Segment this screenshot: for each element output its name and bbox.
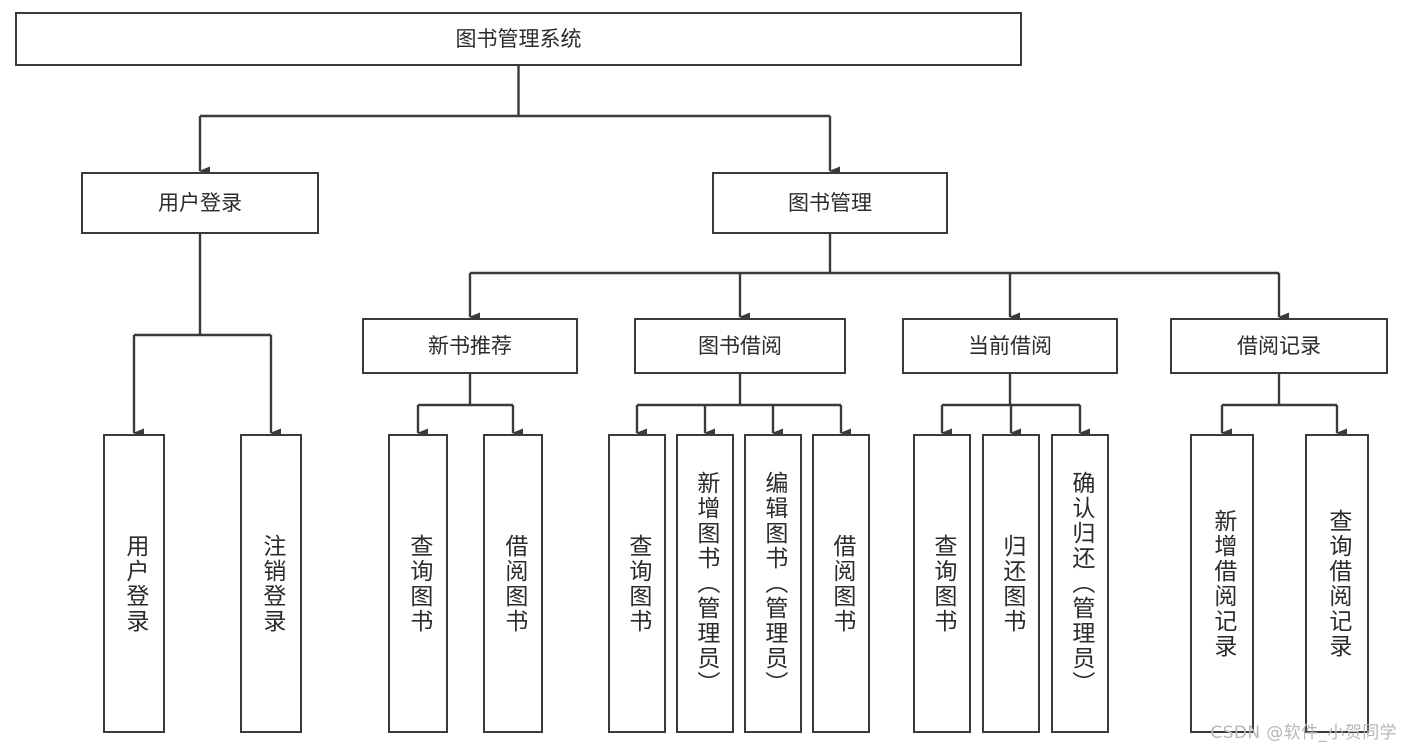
node-label: 编辑图书（管理员） — [760, 471, 787, 696]
node-leaf-query-book-2[interactable]: 查询图书 — [608, 434, 666, 733]
node-label: 新书推荐 — [428, 333, 512, 358]
node-label: 借阅图书 — [828, 533, 855, 634]
node-leaf-return-book[interactable]: 归还图书 — [982, 434, 1040, 733]
node-leaf-edit-book[interactable]: 编辑图书（管理员） — [744, 434, 802, 733]
node-leaf-query-book-3[interactable]: 查询图书 — [913, 434, 971, 733]
node-label: 用户登录 — [158, 190, 242, 215]
node-label: 新增图书（管理员） — [692, 471, 719, 696]
node-label: 查询图书 — [929, 533, 956, 634]
node-label: 确认归还（管理员） — [1067, 471, 1094, 696]
node-label: 查询借阅记录 — [1324, 508, 1351, 659]
node-label: 借阅图书 — [500, 533, 527, 634]
node-leaf-confirm-return[interactable]: 确认归还（管理员） — [1051, 434, 1109, 733]
node-leaf-add-record[interactable]: 新增借阅记录 — [1190, 434, 1254, 733]
node-root[interactable]: 图书管理系统 — [15, 12, 1022, 66]
node-user-login[interactable]: 用户登录 — [81, 172, 319, 234]
node-label: 查询图书 — [405, 533, 432, 634]
node-label: 用户登录 — [121, 533, 148, 634]
node-new-book-rec[interactable]: 新书推荐 — [362, 318, 578, 374]
node-label: 借阅记录 — [1237, 333, 1321, 358]
node-label: 图书管理系统 — [455, 26, 582, 51]
node-leaf-borrow-book-2[interactable]: 借阅图书 — [812, 434, 870, 733]
node-leaf-add-book[interactable]: 新增图书（管理员） — [676, 434, 734, 733]
node-leaf-query-book-1[interactable]: 查询图书 — [388, 434, 448, 733]
node-book-borrow[interactable]: 图书借阅 — [634, 318, 846, 374]
node-borrow-record[interactable]: 借阅记录 — [1170, 318, 1388, 374]
node-label: 归还图书 — [998, 533, 1025, 634]
node-label: 图书管理 — [788, 190, 872, 215]
node-current-borrow[interactable]: 当前借阅 — [902, 318, 1118, 374]
edge-paths — [132, 66, 1347, 438]
node-label: 查询图书 — [624, 533, 651, 634]
node-label: 图书借阅 — [698, 333, 782, 358]
node-leaf-borrow-book-1[interactable]: 借阅图书 — [483, 434, 543, 733]
node-label: 注销登录 — [258, 533, 285, 634]
watermark: CSDN @软件_小贺同学 — [1210, 723, 1397, 743]
node-leaf-user-logout[interactable]: 注销登录 — [240, 434, 302, 733]
node-label: 当前借阅 — [968, 333, 1052, 358]
node-leaf-user-login[interactable]: 用户登录 — [103, 434, 165, 733]
node-book-manage[interactable]: 图书管理 — [712, 172, 948, 234]
node-label: 新增借阅记录 — [1209, 508, 1236, 659]
node-leaf-query-record[interactable]: 查询借阅记录 — [1305, 434, 1369, 733]
